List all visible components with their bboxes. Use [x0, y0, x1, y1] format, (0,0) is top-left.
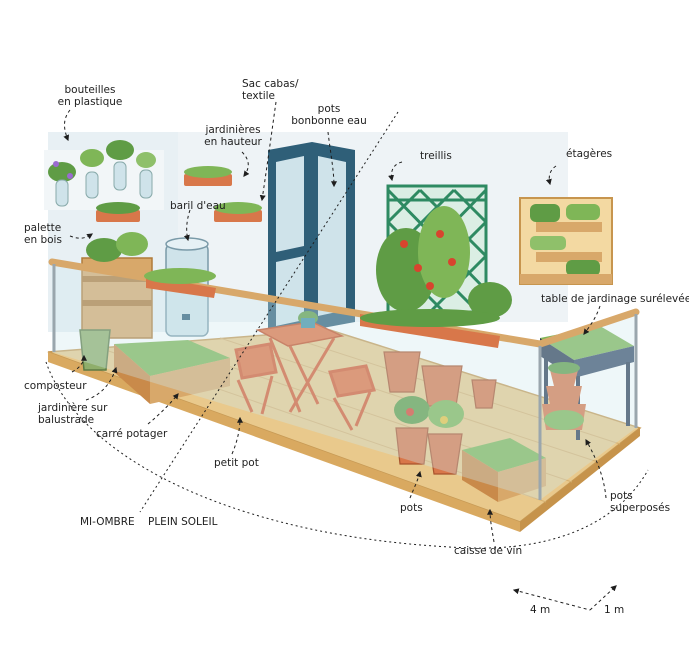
label-petit-pot: petit pot	[214, 457, 259, 469]
leader-lines	[63, 101, 607, 543]
label-carre-potager: carré potager	[96, 428, 168, 440]
label-palette: palette en bois	[24, 222, 62, 246]
scale-width-label: 1 m	[604, 604, 625, 616]
label-jardiniere-balustrade: jardinière sur balustrade	[38, 402, 108, 426]
label-mi-ombre: MI-OMBRE	[80, 516, 135, 528]
stacked-pots	[542, 362, 586, 430]
label-caisse-de-vin: caisse de vin	[454, 545, 523, 557]
label-composteur: composteur	[24, 380, 87, 392]
label-etageres: étagères	[566, 148, 613, 160]
label-treillis: treillis	[420, 150, 452, 162]
label-baril: baril d'eau	[170, 200, 226, 212]
scale-length-label: 4 m	[530, 604, 551, 616]
tomato-plants	[376, 206, 512, 318]
label-pots-superposes: pots superposés	[610, 490, 671, 514]
label-pots-bonbonne: pots bonbonne eau	[291, 103, 367, 127]
wine-crate	[462, 438, 546, 502]
raised-bed	[114, 340, 230, 404]
terracotta-pots	[383, 351, 497, 475]
wall-planters	[96, 166, 262, 222]
balcony-door	[268, 142, 355, 338]
wall-shelves	[519, 197, 613, 285]
plastic-bottles	[44, 140, 164, 210]
label-jardinieres-hauteur: jardinières en hauteur	[204, 124, 262, 148]
label-pots: pots	[400, 502, 423, 514]
label-table-jardinage: table de jardinage surélevée	[541, 293, 689, 305]
scale-indicator	[512, 585, 617, 611]
label-sac-cabas: Sac cabas/ textile	[242, 78, 299, 102]
label-bouteilles: bouteilles en plastique	[57, 84, 123, 108]
bistro-set	[234, 311, 376, 431]
sun-shade-divider	[139, 111, 399, 513]
sun-shade-arc	[45, 361, 649, 549]
label-plein-soleil: PLEIN SOLEIL	[148, 516, 218, 528]
